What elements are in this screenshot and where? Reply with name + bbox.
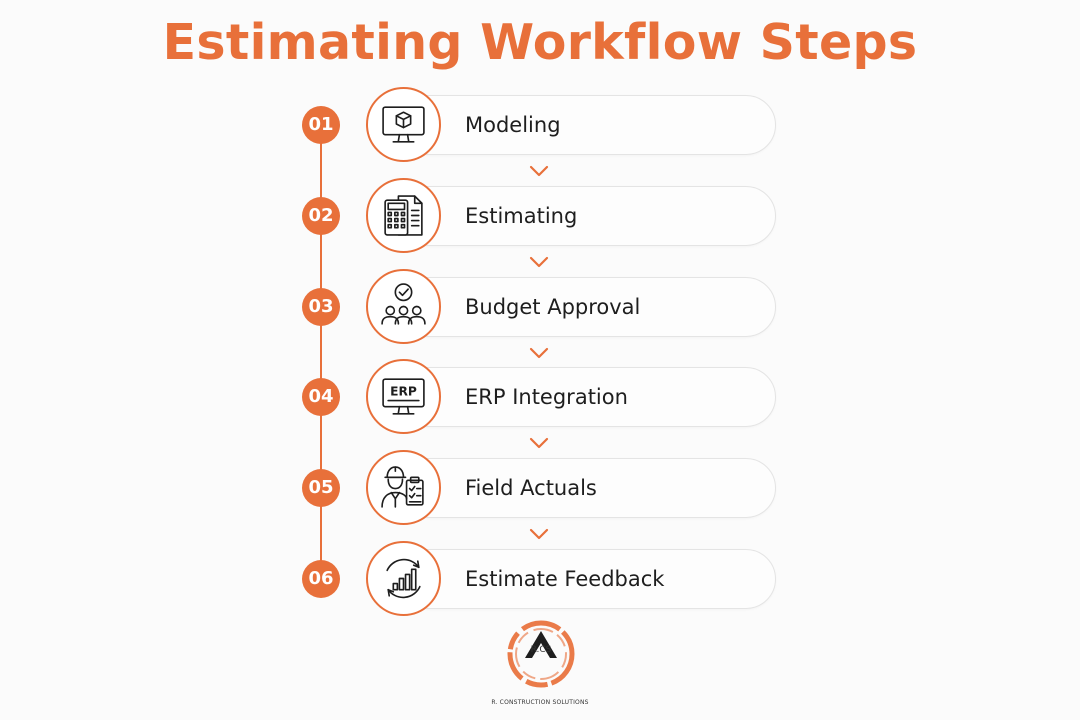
workflow-step-budget-approval: Budget Approval 03 [0, 268, 1080, 348]
step-number-badge: 05 [302, 469, 340, 507]
chevron-down-icon [529, 347, 549, 359]
step-icon-ring [366, 541, 441, 616]
computer-box-icon [382, 106, 425, 143]
worker-clipboard-icon [381, 466, 424, 508]
step-number-badge: 04 [302, 378, 340, 416]
step-icon-ring [366, 450, 441, 525]
step-icon-ring [366, 87, 441, 162]
step-label: Estimating [465, 204, 578, 228]
company-name: R. CONSTRUCTION SOLUTIONS [491, 699, 589, 706]
svg-text:ERP: ERP [390, 384, 417, 398]
step-label: Field Actuals [465, 476, 597, 500]
cycle-chart-icon [386, 558, 421, 599]
timeline-line [320, 125, 322, 577]
step-number-badge: 01 [302, 106, 340, 144]
step-pill: Estimating [400, 186, 776, 246]
workflow-step-estimate-feedback: Estimate Feedback 06 [0, 540, 1080, 620]
erp-monitor-icon: ERP [382, 378, 425, 415]
step-number-badge: 06 [302, 560, 340, 598]
step-label: Modeling [465, 113, 561, 137]
company-logo [507, 620, 575, 688]
step-number-badge: 03 [302, 288, 340, 326]
step-icon-ring [366, 178, 441, 253]
workflow-step-field-actuals: Field Actuals 05 [0, 449, 1080, 529]
workflow-step-erp-integration: ERP Integration 04 ERP [0, 358, 1080, 438]
step-icon-ring [366, 269, 441, 344]
step-icon-ring: ERP [366, 359, 441, 434]
chevron-down-icon [529, 437, 549, 449]
page-title: Estimating Workflow Steps [162, 14, 918, 71]
chevron-down-icon [529, 256, 549, 268]
step-pill: Estimate Feedback [400, 549, 776, 609]
chevron-down-icon [529, 165, 549, 177]
step-pill: ERP Integration [400, 367, 776, 427]
step-number-badge: 02 [302, 197, 340, 235]
step-label: ERP Integration [465, 385, 628, 409]
logo-initials: R.CS [530, 645, 552, 655]
calculator-document-icon [384, 195, 423, 236]
workflow-step-modeling: Modeling 01 [0, 86, 1080, 166]
step-pill: Modeling [400, 95, 776, 155]
team-approval-icon [381, 283, 426, 325]
step-label: Estimate Feedback [465, 567, 665, 591]
step-pill: Field Actuals [400, 458, 776, 518]
step-label: Budget Approval [465, 295, 641, 319]
workflow-step-estimating: Estimating 02 [0, 177, 1080, 257]
step-pill: Budget Approval [400, 277, 776, 337]
chevron-down-icon [529, 528, 549, 540]
